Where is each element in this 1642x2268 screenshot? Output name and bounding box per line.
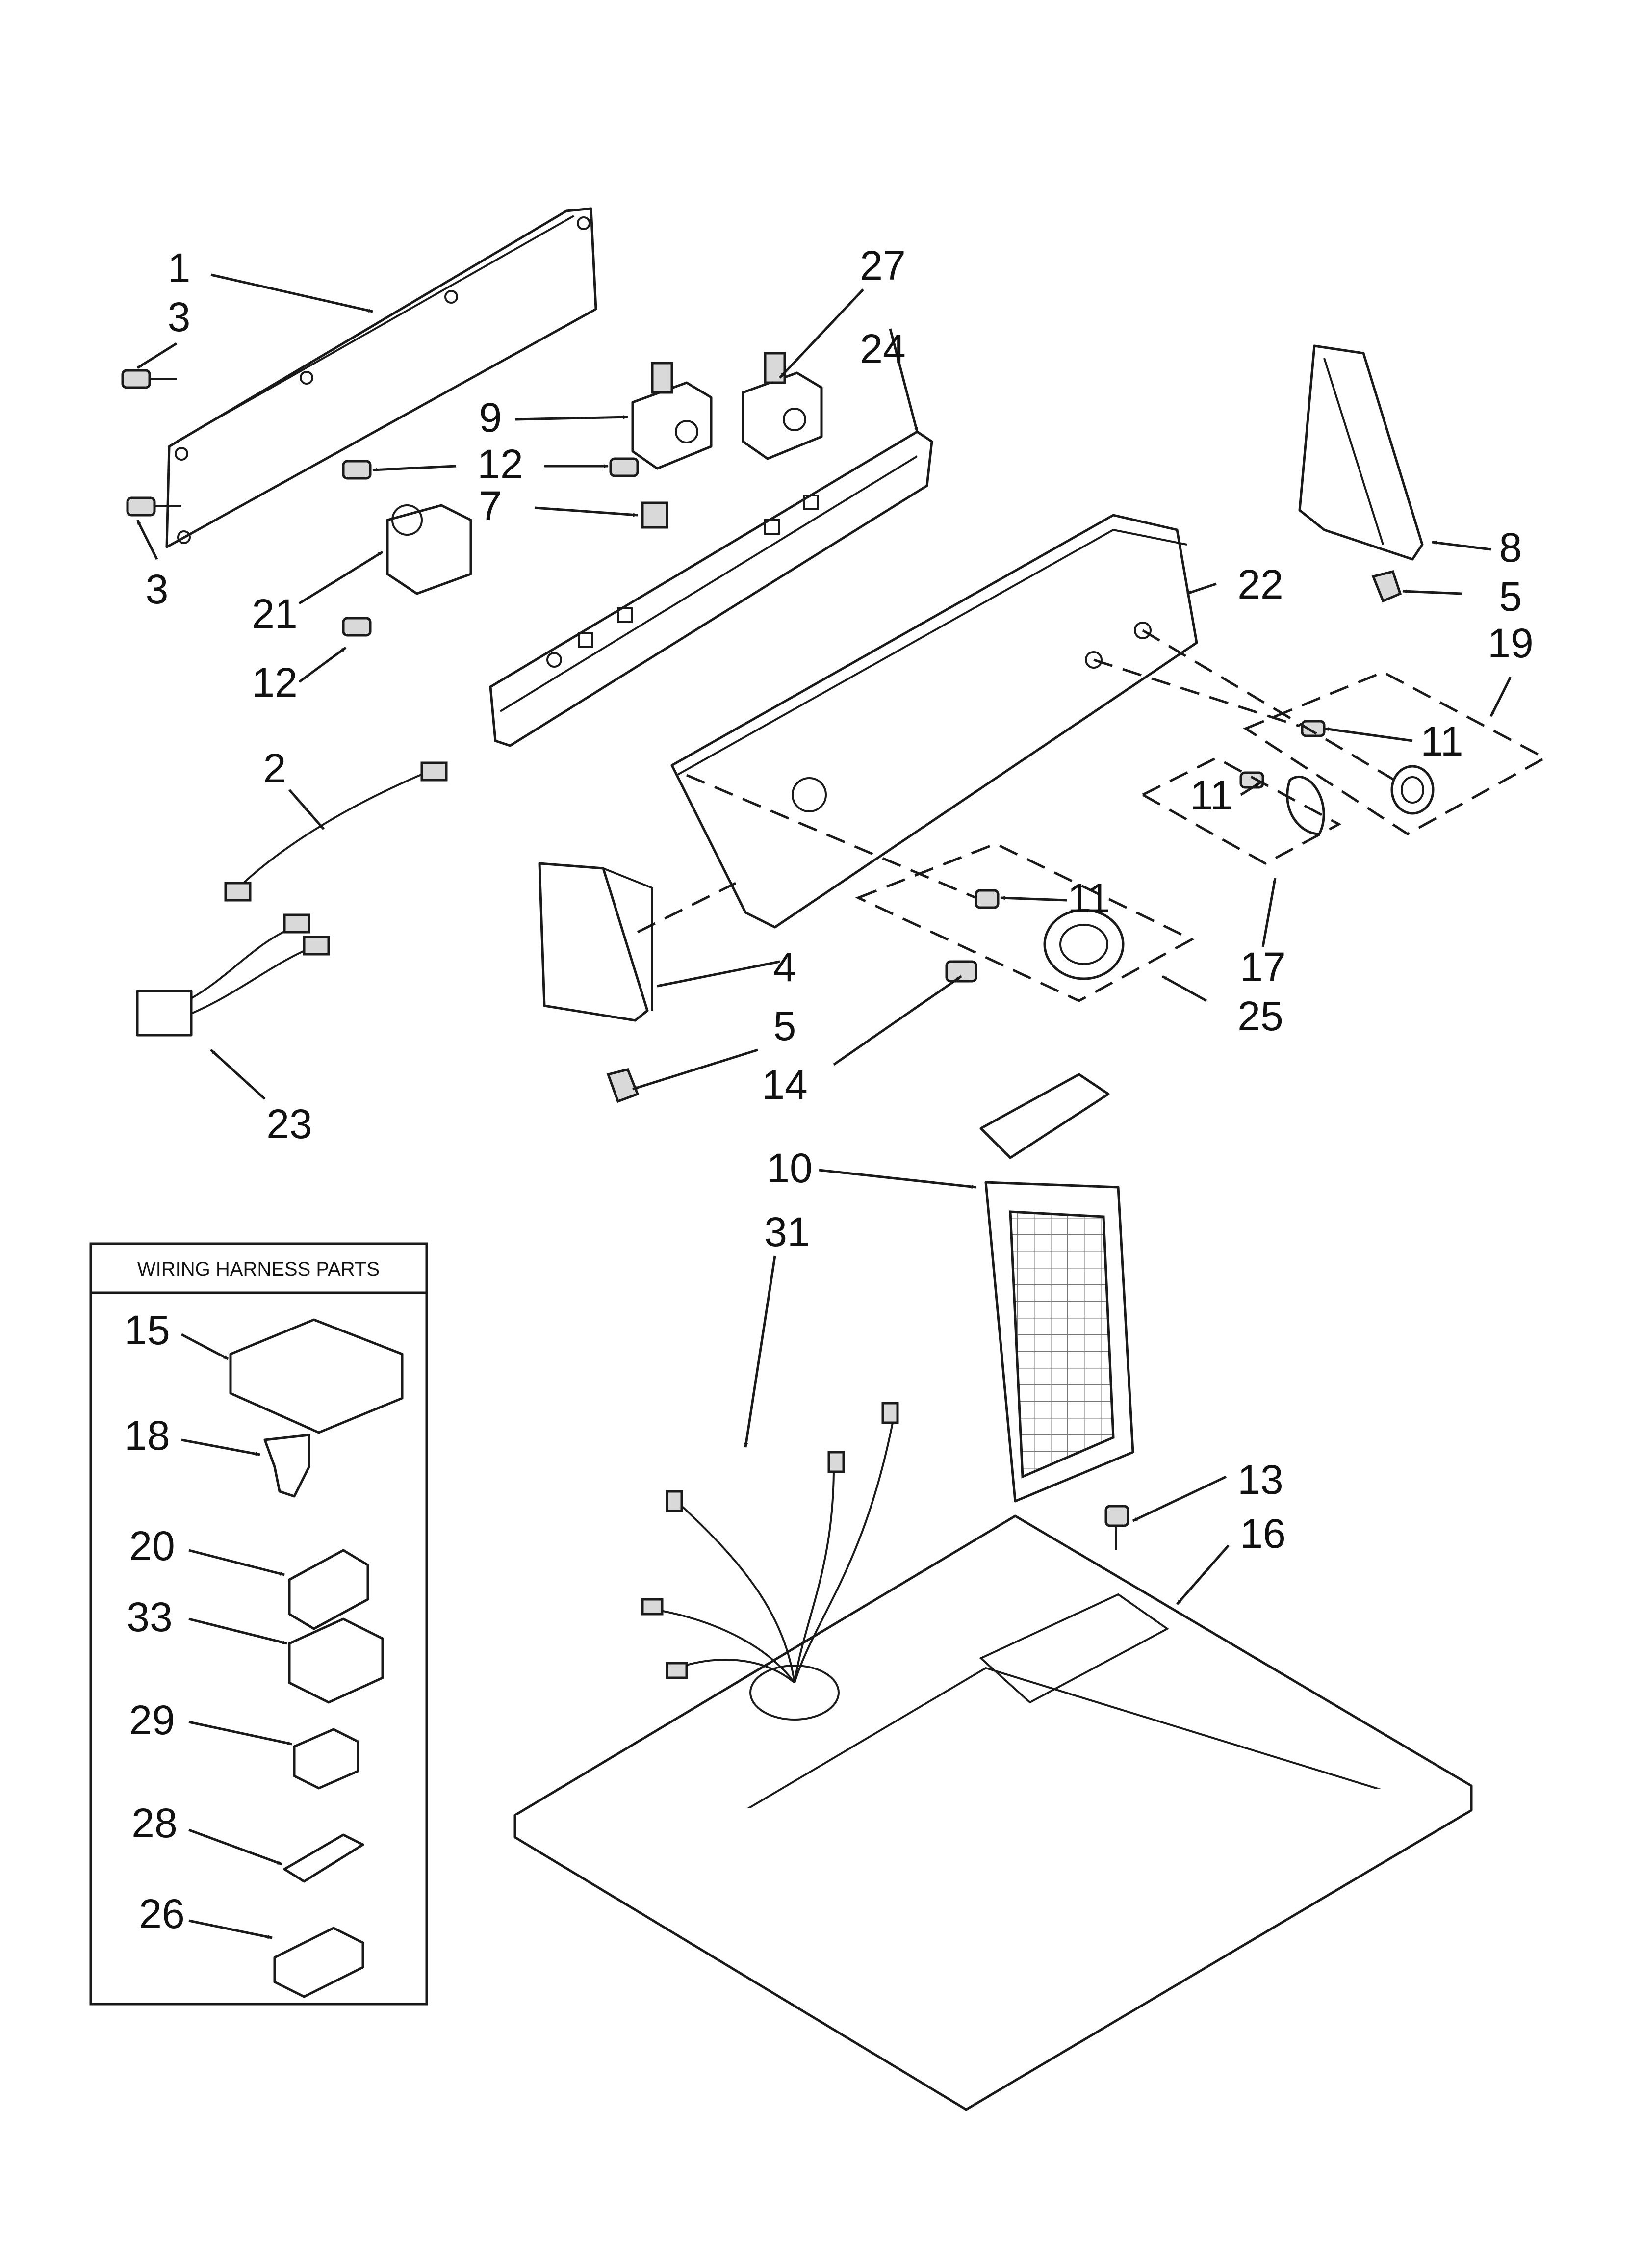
- right-end-cap-part: [1298, 344, 1424, 561]
- callout-9: 9: [479, 394, 502, 441]
- part-7: [641, 501, 668, 529]
- callout-23: 23: [266, 1101, 312, 1147]
- lint-screen-part: [979, 1073, 1134, 1503]
- callout-28: 28: [131, 1800, 177, 1846]
- connector-part-29: [293, 1728, 359, 1790]
- knob-part-19: [1390, 765, 1435, 815]
- callout-11a: 11: [1420, 718, 1463, 764]
- callout-4: 4: [773, 944, 796, 990]
- callout-7: 7: [479, 483, 502, 529]
- screw-part-12c: [342, 617, 372, 637]
- top-panel-part: [513, 1514, 1473, 2111]
- callout-19: 19: [1488, 620, 1533, 666]
- callout-18: 18: [124, 1412, 170, 1459]
- callout-11b: 11: [1190, 772, 1232, 818]
- callout-15: 15: [124, 1307, 170, 1353]
- clip-part-5b: [606, 1068, 640, 1103]
- wiring-harness-parts-box: WIRING HARNESS PARTS: [89, 1242, 428, 2006]
- terminal-part-28: [283, 1833, 364, 1883]
- connector-part-15: [229, 1318, 404, 1434]
- clip-part-5a: [1371, 570, 1402, 603]
- callout-25: 25: [1237, 993, 1283, 1039]
- screw-part-13: [1104, 1505, 1129, 1550]
- screw-part-3b: [126, 496, 181, 517]
- shaft-part-11c: [975, 889, 1000, 909]
- harness-part-23: [136, 913, 330, 1037]
- callout-21: 21: [252, 591, 297, 637]
- callout-2: 2: [263, 745, 286, 791]
- screw-part-12a: [342, 460, 372, 480]
- callout-5b: 5: [773, 1003, 796, 1049]
- callout-3a: 3: [168, 294, 191, 340]
- callout-11c: 11: [1067, 875, 1110, 921]
- connector-part-33: [288, 1617, 384, 1704]
- left-end-cap-part: [538, 862, 653, 1022]
- callout-12b: 12: [252, 659, 297, 705]
- screw-part-12b: [609, 457, 639, 477]
- callout-31: 31: [764, 1209, 810, 1255]
- callout-5a: 5: [1499, 574, 1522, 620]
- callout-33: 33: [127, 1594, 172, 1640]
- callout-16: 16: [1240, 1511, 1285, 1557]
- timer-part-21: [386, 504, 472, 595]
- callout-12a: 12: [477, 441, 523, 487]
- switch-part-9: [631, 362, 713, 470]
- screw-part-3a: [121, 369, 177, 389]
- connector-part-26: [273, 1927, 364, 1998]
- harness-part-31: [641, 1402, 899, 1684]
- clip-part-18: [263, 1434, 310, 1498]
- callout-8: 8: [1499, 524, 1522, 571]
- callout-29: 29: [129, 1697, 175, 1743]
- switch-part-27: [742, 352, 823, 460]
- callout-1: 1: [168, 245, 191, 291]
- callout-3b: 3: [146, 566, 169, 612]
- callout-14: 14: [762, 1062, 807, 1108]
- callout-26: 26: [139, 1891, 184, 1937]
- callout-20: 20: [129, 1523, 175, 1569]
- screw-part-14: [945, 960, 977, 983]
- callout-24: 24: [860, 326, 905, 372]
- rear-panel-part: [165, 207, 597, 548]
- harness-part-2: [224, 761, 448, 902]
- connector-part-20: [288, 1549, 369, 1630]
- harness-box-title: WIRING HARNESS PARTS: [137, 1258, 380, 1280]
- callout-13: 13: [1237, 1457, 1283, 1503]
- callout-10: 10: [767, 1145, 812, 1191]
- callout-27: 27: [860, 242, 905, 288]
- callout-22: 22: [1237, 561, 1283, 607]
- callout-17: 17: [1240, 944, 1285, 990]
- knob-part-25: [1043, 909, 1125, 980]
